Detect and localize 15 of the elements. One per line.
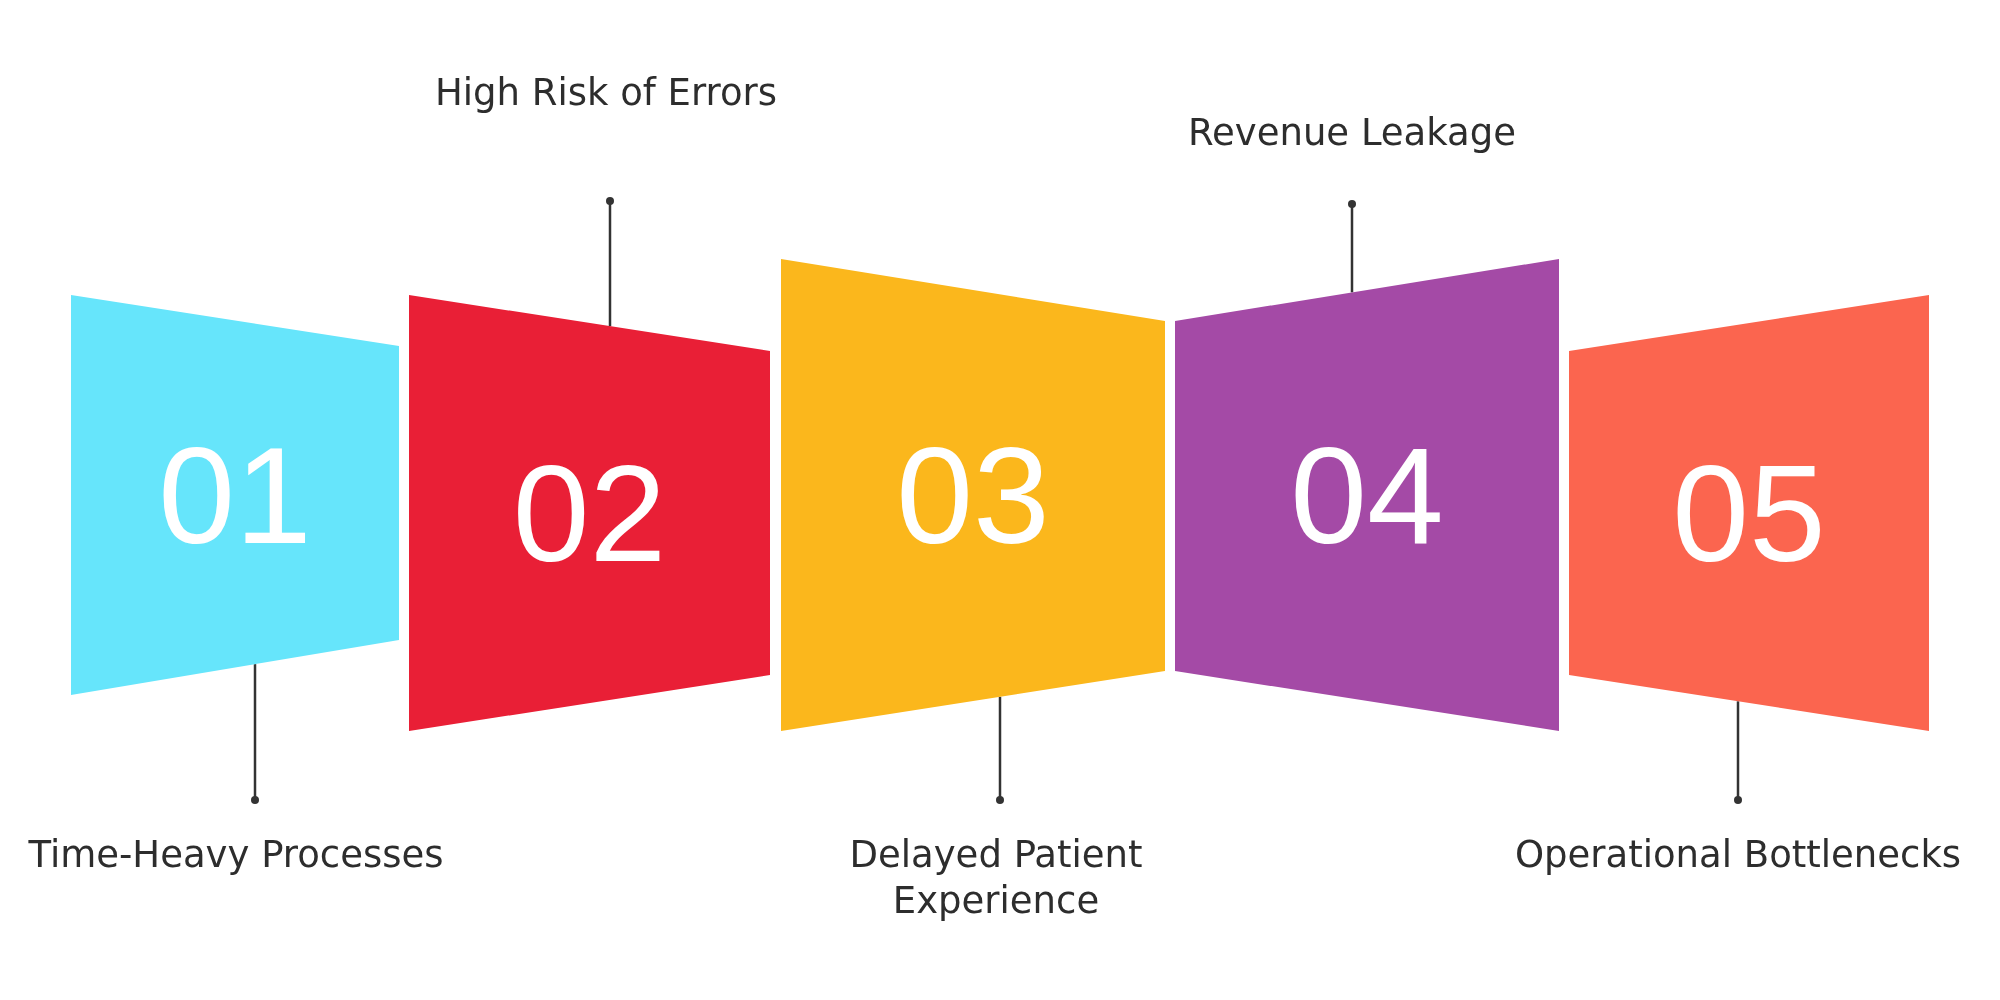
leader-line [1734, 701, 1742, 804]
step-number: 02 [512, 444, 667, 582]
step-label: Revenue Leakage [1188, 110, 1516, 156]
step-number: 03 [896, 426, 1050, 564]
step-number: 05 [1672, 444, 1826, 582]
step-label: Delayed Patient Experience [848, 832, 1144, 925]
step-number: 01 [158, 426, 312, 564]
leader-line [251, 664, 259, 804]
step-label: Time-Heavy Processes [28, 832, 444, 878]
leader-line [606, 197, 614, 327]
step-number: 04 [1290, 426, 1444, 564]
leader-line [1348, 200, 1356, 293]
step-label: Operational Bottlenecks [1514, 832, 1962, 878]
leader-line [996, 696, 1004, 804]
step-label: High Risk of Errors [434, 70, 778, 116]
